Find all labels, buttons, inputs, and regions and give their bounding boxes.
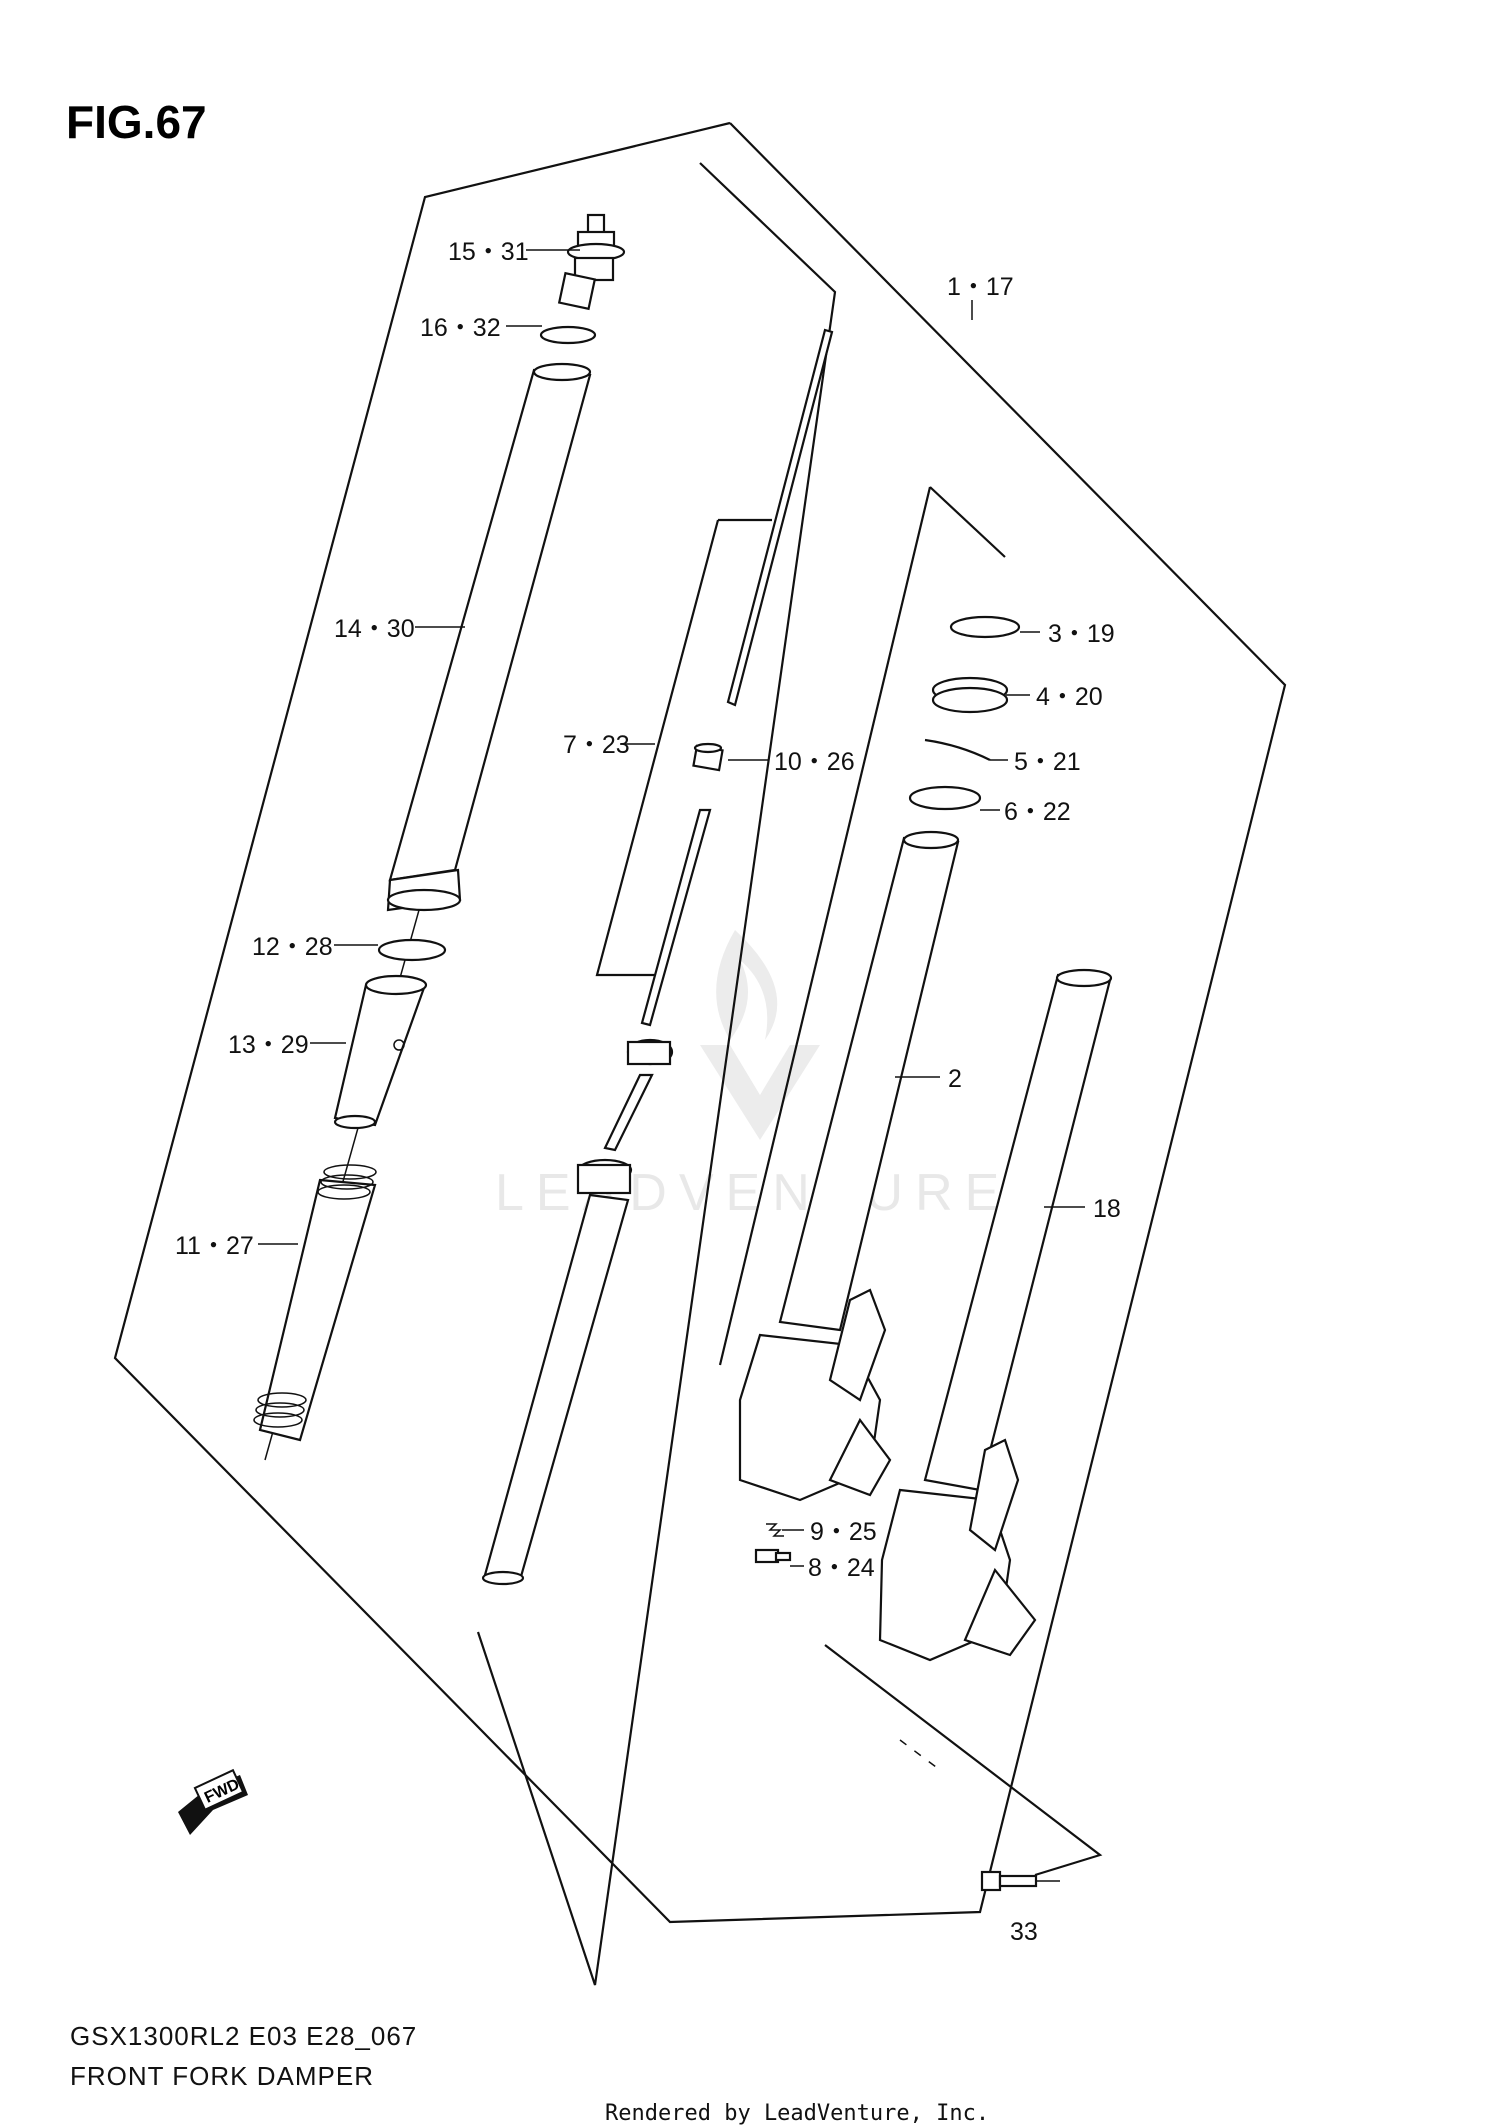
callout-4-20: 4・20 xyxy=(1036,683,1103,711)
assembly-outline-1-17 xyxy=(113,121,1287,1924)
part-axle-bolt xyxy=(980,1870,1038,1892)
part-lock-nut xyxy=(692,742,724,772)
part-inner-tube-right xyxy=(738,830,960,1502)
part-seal-spacer xyxy=(908,785,982,811)
callout-7-23: 7・23 xyxy=(563,731,630,759)
assembly-outline-bottom xyxy=(824,1644,1103,1877)
fwd-arrow-icon: FWD xyxy=(178,1768,248,1835)
callout-2: 2 xyxy=(948,1065,962,1093)
part-spring xyxy=(253,1164,377,1442)
callout-6-22: 6・22 xyxy=(1004,798,1071,826)
callout-14-30: 14・30 xyxy=(334,615,415,643)
callout-11-27: 11・27 xyxy=(175,1232,254,1260)
callout-3-19: 3・19 xyxy=(1048,620,1115,648)
callout-10-26: 10・26 xyxy=(774,748,855,776)
part-gasket-bolt xyxy=(754,1523,792,1564)
part-spacer xyxy=(333,974,428,1130)
part-stopper-ring xyxy=(924,738,991,761)
callout-8-24: 8・24 xyxy=(808,1554,875,1582)
callout-5-21: 5・21 xyxy=(1014,748,1081,776)
part-damper-rod-upper xyxy=(726,328,834,707)
part-oil-seal xyxy=(931,676,1009,714)
callout-12-28: 12・28 xyxy=(252,933,333,961)
part-inner-tube-left xyxy=(878,968,1113,1662)
part-dust-seal xyxy=(949,615,1021,639)
assembly-outline-rod xyxy=(595,518,772,977)
render-note: Rendered by LeadVenture, Inc. xyxy=(605,2101,989,2125)
callout-9-25: 9・25 xyxy=(810,1518,877,1546)
callout-18: 18 xyxy=(1093,1195,1121,1223)
part-o-ring-top xyxy=(539,325,597,345)
figure-caption: FRONT FORK DAMPER xyxy=(70,2061,374,2091)
callout-15-31: 15・31 xyxy=(448,238,529,266)
watermark: LEADVENTURE xyxy=(495,930,1011,1222)
assembly-outline-damper xyxy=(476,162,837,1986)
part-outer-tube xyxy=(386,362,592,912)
callout-16-32: 16・32 xyxy=(420,314,501,342)
model-code: GSX1300RL2 E03 E28_067 xyxy=(70,2021,417,2051)
watermark-text: LEADVENTURE xyxy=(495,1164,1011,1222)
callout-13-29: 13・29 xyxy=(228,1031,309,1059)
part-ring xyxy=(377,938,447,962)
callout-33: 33 xyxy=(1010,1918,1038,1946)
leader-lines xyxy=(258,249,1085,1882)
figure-title: FIG.67 xyxy=(66,96,207,148)
part-damper-assembly xyxy=(481,808,712,1586)
part-cap-bolt xyxy=(557,213,626,311)
assembly-outline-seal-set xyxy=(718,486,1006,1366)
callout-1-17: 1・17 xyxy=(947,273,1014,301)
